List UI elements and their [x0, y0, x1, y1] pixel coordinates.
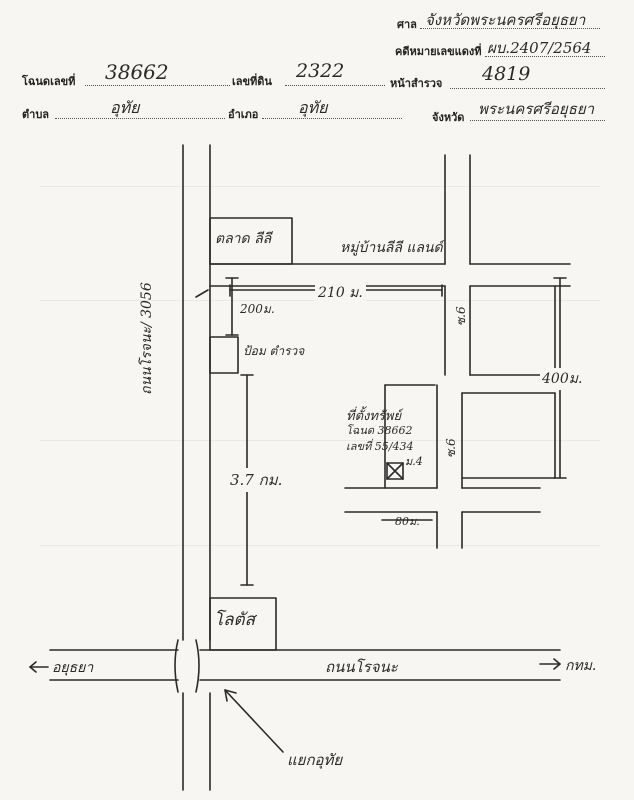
dist-3-7-label: 3.7 กม. [228, 468, 285, 492]
property-marker-x [386, 462, 404, 480]
dist-80-label: 80ม. [395, 515, 420, 528]
overpass-bracket-left [174, 639, 179, 693]
case-no-value: ผบ.2407/2564 [487, 39, 592, 57]
dist-400-label: 400ม. [540, 368, 585, 390]
province-label: จังหวัด [432, 111, 465, 124]
deed-no-value: 38662 [105, 60, 169, 84]
right-block-lower [461, 392, 556, 479]
road-3056-label: ถนนโรจนะ/ 3056 [139, 282, 155, 395]
soi6-lower-label: ซ.6 [444, 438, 458, 458]
survey-page-label: หน้าสำรวจ [390, 77, 443, 90]
property-moo: ม.4 [405, 455, 423, 468]
arrow-bangkok-head [553, 658, 561, 670]
to-ayutthaya-label: อยุธยา [52, 660, 94, 676]
police-box-label: ป้อม ตำรวจ [243, 344, 305, 358]
road-label-slash [195, 289, 209, 298]
property-house-no: เลขที่ 55/434 [346, 440, 414, 453]
district-label: อำเภอ [228, 108, 259, 121]
case-no-label: คดีหมายเลขแดงที่ [395, 45, 482, 58]
deed-no-label: โฉนดเลขที่ [22, 75, 76, 88]
soi6-upper-label: ซ.6 [454, 306, 468, 326]
dist-200-label: 200ม. [240, 302, 275, 316]
province-value: พระนครศรีอยุธยา [478, 100, 595, 118]
property-marker-box [386, 462, 404, 480]
district-dotted-line [262, 118, 402, 119]
case-no-dotted-line [485, 56, 605, 57]
deed-no-dotted-line [85, 85, 230, 86]
police-box [209, 336, 239, 374]
land-no-value: 2322 [296, 60, 345, 82]
court-dotted-line [420, 28, 600, 29]
dist-210-label: 210 ม. [315, 282, 366, 304]
form-ghost-line [40, 186, 600, 187]
right-block-upper [469, 285, 556, 376]
road-rojana-label: ถนนโรจนะ [325, 658, 398, 676]
court-value: จังหวัดพระนครศรีอยุธยา [425, 11, 586, 29]
arrow-uthai-head [224, 689, 237, 702]
market-label: ตลาด ลีลี [215, 231, 272, 247]
form-ghost-line [40, 545, 600, 546]
overpass-bracket-right [195, 639, 200, 693]
form-ghost-line [40, 440, 600, 441]
survey-page-value: 4819 [482, 63, 531, 85]
lotus-label: โลตัส [214, 610, 255, 630]
arrow-ayutthaya-head [29, 661, 37, 673]
survey-page-dotted-line [450, 88, 605, 89]
province-dotted-line [470, 120, 605, 121]
property-title: ที่ตั้งทรัพย์ [346, 409, 402, 424]
lotus-box [209, 597, 277, 651]
property-deed: โฉนด 38662 [346, 424, 413, 437]
subdistrict-label: ตำบล [22, 108, 50, 121]
subdistrict-value: อุทัย [110, 98, 140, 117]
district-value: อุทัย [298, 98, 328, 117]
land-no-dotted-line [285, 85, 385, 86]
subdistrict-dotted-line [55, 118, 225, 119]
court-label: ศาล [397, 18, 417, 31]
land-no-label: เลขที่ดิน [232, 75, 272, 88]
arrow-uthai-line [224, 689, 284, 753]
village-label: หมู่บ้านลีลี แลนด์ [340, 240, 443, 256]
uthai-junction-label: แยกอุทัย [287, 751, 343, 769]
to-bangkok-label: กทม. [565, 658, 597, 674]
